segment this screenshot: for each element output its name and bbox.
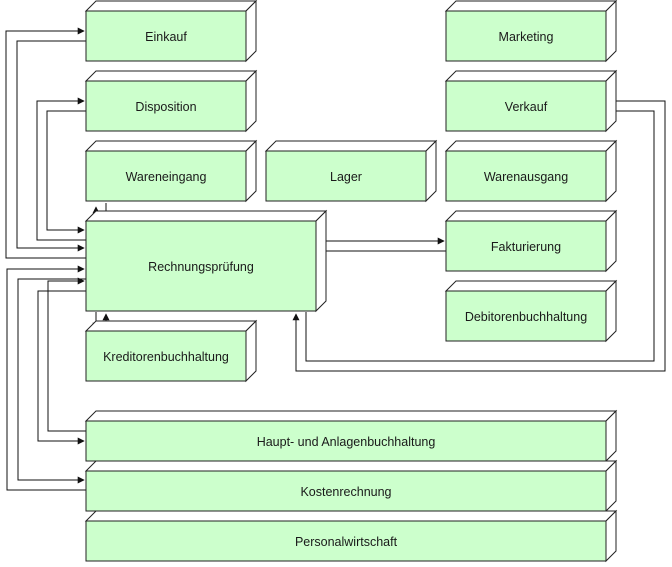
node-label-warenausgang: Warenausgang: [484, 170, 568, 184]
edge-rechnungspruefung-to-disposition: [36, 97, 86, 241]
edge-hauptbuch-to-rechnungspruefung: [47, 277, 86, 432]
node-verkauf: Verkauf: [444, 69, 618, 133]
edge-kostenrechnung-to-rechnungspruefung: [6, 265, 86, 491]
node-lager: Lager: [264, 139, 438, 203]
edge-rechnungspruefung-to-verkauf: [305, 107, 655, 362]
node-label-kreditorenbuchhaltung: Kreditorenbuchhaltung: [103, 350, 229, 364]
node-disposition: Disposition: [84, 69, 258, 133]
node-label-fakturierung: Fakturierung: [491, 240, 561, 254]
node-kostenrechnung: Kostenrechnung: [84, 459, 618, 513]
node-label-verkauf: Verkauf: [505, 100, 548, 114]
node-label-disposition: Disposition: [135, 100, 196, 114]
node-hauptbuch: Haupt- und Anlagenbuchhaltung: [84, 409, 618, 463]
node-label-personalwirtschaft: Personalwirtschaft: [295, 535, 398, 549]
node-marketing: Marketing: [444, 0, 618, 63]
edge-rechnungspruefung-to-hauptbuch: [37, 290, 86, 445]
edge-rechnungspruefung-to-kostenrechnung: [17, 278, 86, 484]
node-debitorenbuchhaltung: Debitorenbuchhaltung: [444, 279, 618, 343]
node-label-kostenrechnung: Kostenrechnung: [300, 485, 391, 499]
node-label-marketing: Marketing: [499, 30, 554, 44]
node-einkauf: Einkauf: [84, 0, 258, 63]
node-label-rechnungspruefung: Rechnungsprüfung: [148, 260, 254, 274]
node-fakturierung: Fakturierung: [444, 209, 618, 273]
node-kreditorenbuchhaltung: Kreditorenbuchhaltung: [84, 319, 258, 383]
node-wareneingang: Wareneingang: [84, 139, 258, 203]
node-warenausgang: Warenausgang: [444, 139, 618, 203]
node-label-wareneingang: Wareneingang: [126, 170, 207, 184]
edge-disposition-to-rechnungspruefung: [46, 110, 86, 234]
node-label-lager: Lager: [330, 170, 362, 184]
node-personalwirtschaft: Personalwirtschaft: [84, 509, 618, 563]
connectors: [5, 27, 666, 491]
node-rechnungspruefung: Rechnungsprüfung: [84, 209, 328, 313]
edge-rechnungspruefung-to-einkauf: [5, 27, 86, 259]
edge-einkauf-to-rechnungspruefung: [16, 40, 86, 252]
node-label-debitorenbuchhaltung: Debitorenbuchhaltung: [465, 310, 587, 324]
node-label-hauptbuch: Haupt- und Anlagenbuchhaltung: [257, 435, 436, 449]
edge-verkauf-to-rechnungspruefung: [292, 100, 666, 372]
node-label-einkauf: Einkauf: [145, 30, 187, 44]
